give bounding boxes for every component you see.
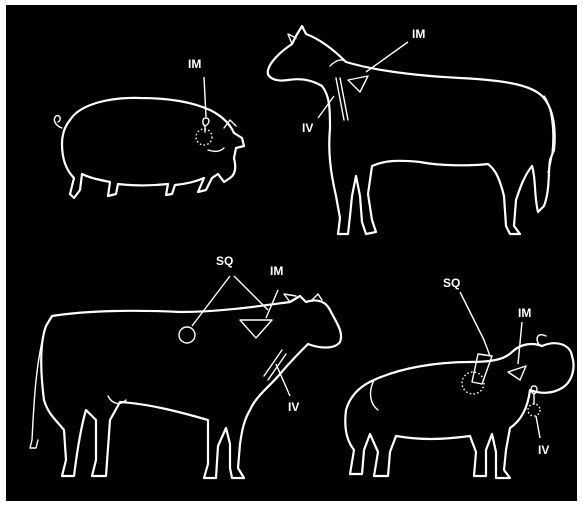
horse-im-label: IM (412, 27, 425, 41)
sheep-im-label: IM (518, 306, 531, 320)
pig-im-label: IM (188, 57, 201, 71)
cow-sq-label: SQ (216, 254, 233, 268)
cow-im-label: IM (270, 264, 283, 278)
sheep-sq-label: SQ (443, 276, 460, 290)
horse-iv-label: IV (302, 121, 313, 135)
sheep-iv-label: IV (538, 443, 549, 457)
cow-iv-label: IV (288, 400, 299, 414)
